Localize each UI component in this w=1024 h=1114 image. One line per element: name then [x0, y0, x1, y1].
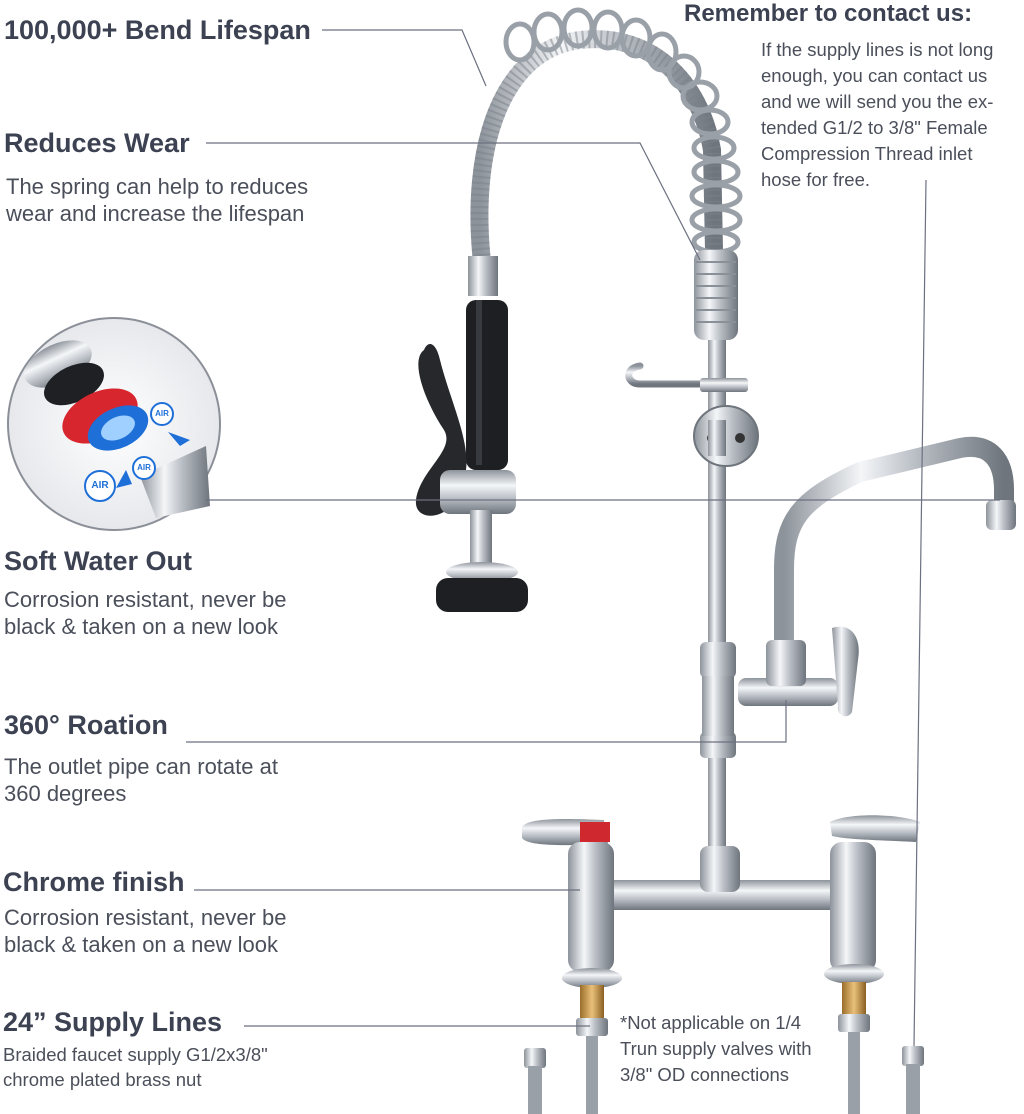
supply-lines-title: 24” Supply Lines: [3, 1007, 223, 1037]
reduces-wear-title: Reduces Wear: [4, 128, 190, 158]
bend-lifespan-title: 100,000+ Bend Lifespan: [4, 15, 311, 45]
air-badge-2: AIR: [84, 470, 116, 502]
compatibility-notice: *Not applicable on 1/4 Trun supply valve…: [620, 1012, 812, 1085]
rotation-title: 360° Roation: [4, 710, 168, 740]
contact-title: Remember to contact us:: [684, 0, 973, 27]
chrome-finish-text: Corrosion resistant, never be black & ta…: [4, 905, 287, 957]
rotation-text: The outlet pipe can rotate at 360 degree…: [4, 754, 278, 806]
supply-lines-text: Braided faucet supply G1/2x3/8" chrome p…: [3, 1044, 268, 1090]
chrome-finish-title: Chrome finish: [3, 867, 185, 897]
contact-text: If the supply lines is not long enough, …: [761, 39, 994, 190]
air-badge-3: AIR: [132, 456, 156, 480]
flex-hose: [470, 30, 723, 271]
air-badge-1: AIR: [150, 402, 174, 426]
reduces-wear-text: The spring can help to reduces wear and …: [6, 174, 309, 226]
spring-coils: [503, 7, 743, 255]
aerator-inset: [7, 317, 221, 531]
soft-water-text: Corrosion resistant, never be black & ta…: [4, 587, 287, 639]
soft-water-title: Soft Water Out: [4, 546, 192, 576]
